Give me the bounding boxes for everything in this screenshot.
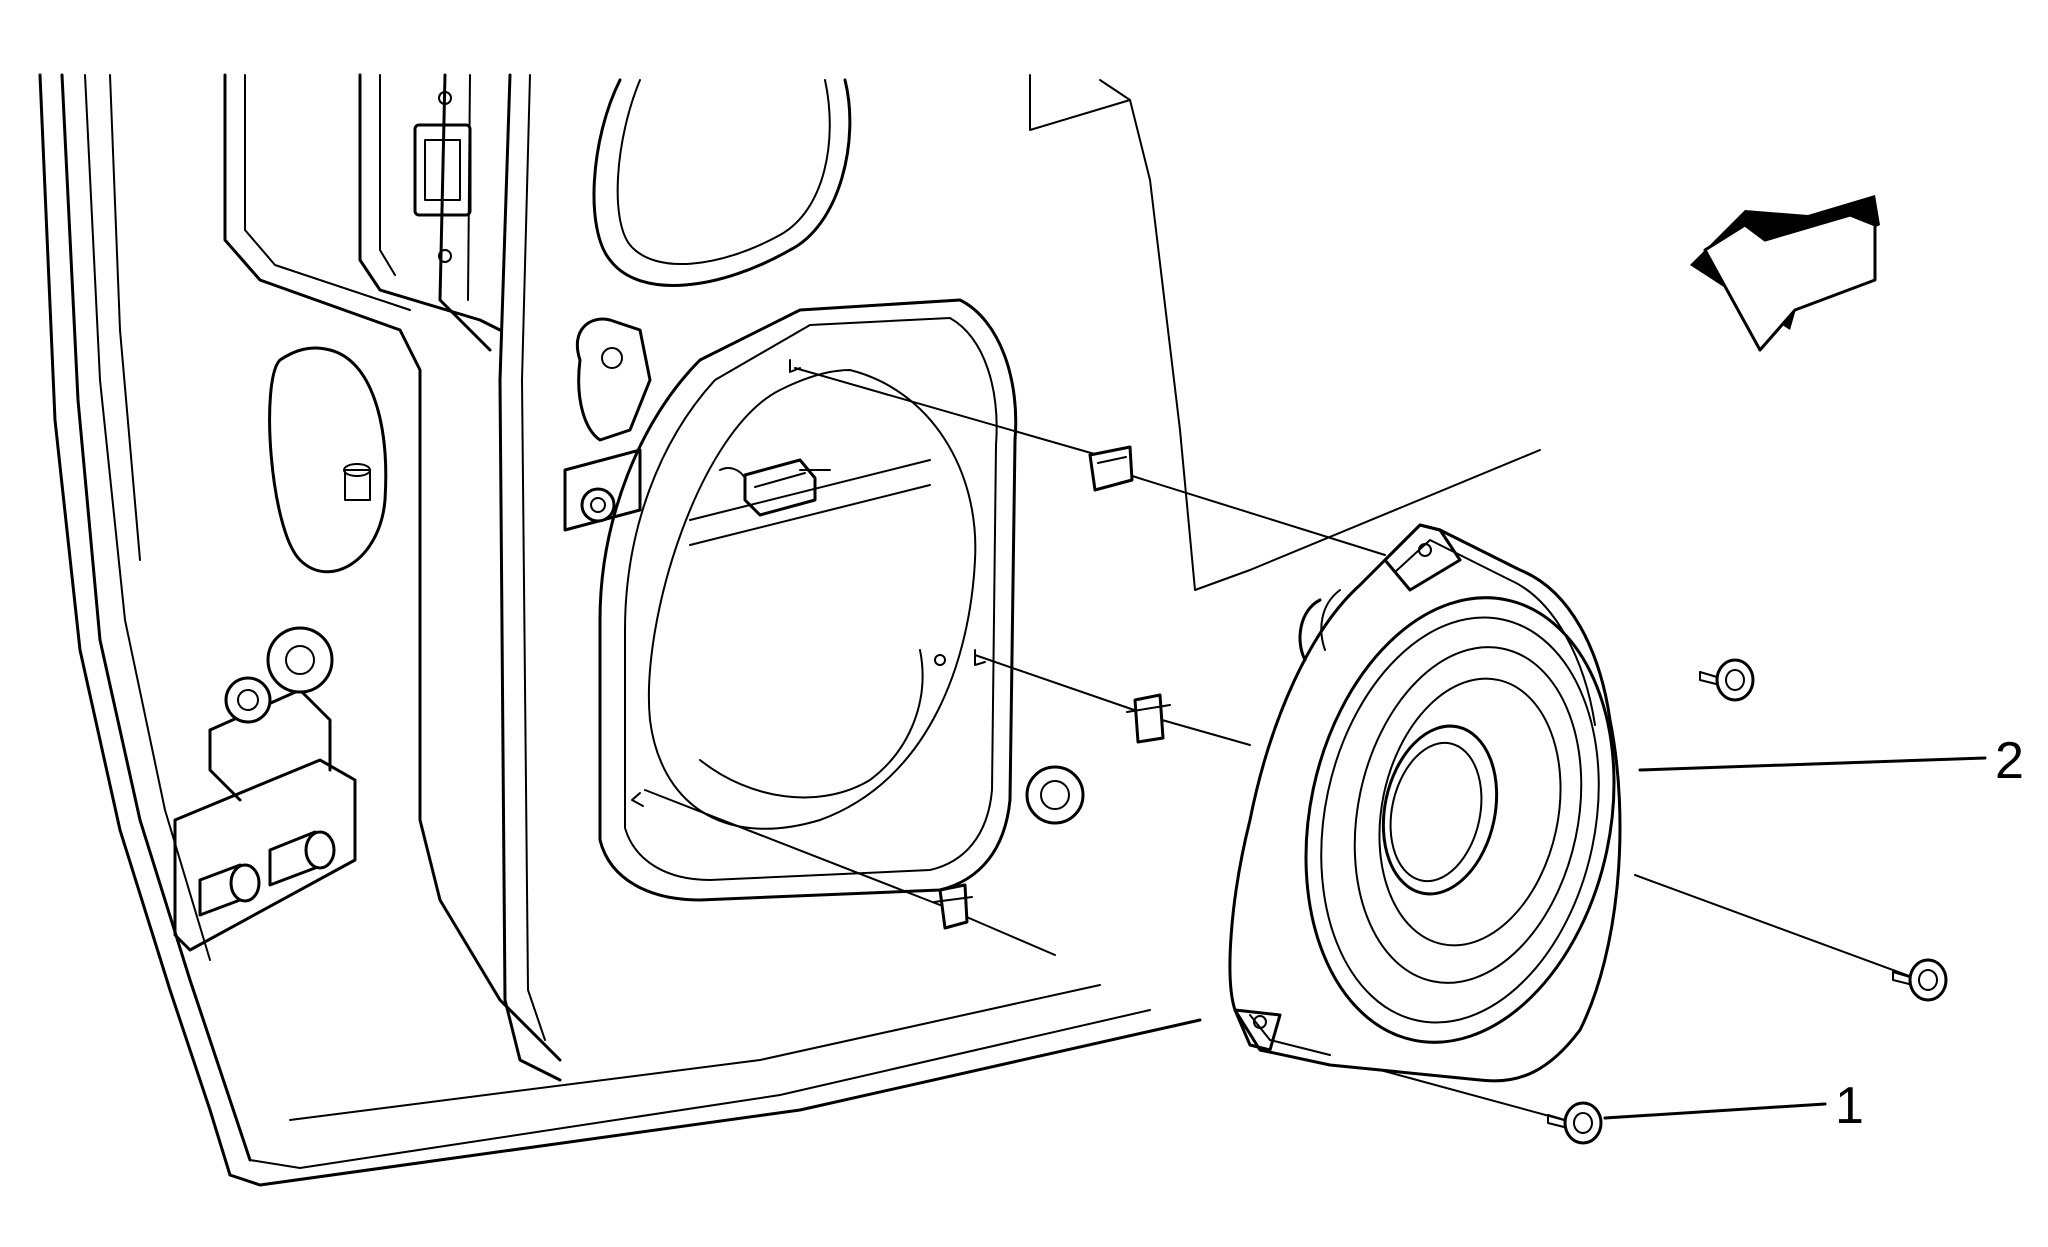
speaker-screw-upper: [1699, 658, 1755, 702]
drain-grommet: [1025, 765, 1085, 825]
speaker-cone: [1304, 596, 1616, 1044]
wiring-connector: [719, 458, 831, 517]
door-oval-access-hole: [268, 346, 388, 574]
door-outer-frame: [38, 73, 1202, 1187]
speaker-screw-lower-right: [1892, 958, 1948, 1002]
hinge-bolt: [268, 830, 336, 887]
callout-label-2: 2: [1995, 732, 2024, 790]
window-frame-cutout: [592, 78, 852, 287]
front-direction-arrow-icon: [1690, 195, 1880, 352]
speaker-mounting-frame: [1228, 523, 1622, 1083]
callout-2: 2: [1638, 732, 2024, 790]
door-trim-panel-edge: [1029, 74, 1541, 591]
callout-label-1: 1: [1835, 1077, 1864, 1135]
speaker-mounting-bracket: [598, 298, 1018, 902]
door-latch-opening: [413, 91, 472, 263]
speaker-assembly: [1228, 523, 1622, 1083]
door-hinge: [173, 626, 357, 952]
mounting-tab-upper-left: [563, 317, 652, 532]
speaker-magnet-back: [1298, 589, 1341, 662]
speaker-dust-cap: [1381, 724, 1499, 896]
assembly-guide-lines: [644, 367, 1921, 1124]
hinge-bolt: [198, 863, 261, 917]
clip-nut-lower: [933, 883, 973, 930]
clip-nut-upper: [1088, 445, 1134, 492]
callout-1: 1: [1603, 1077, 1864, 1135]
speaker-screw-bottom: [1547, 1101, 1603, 1145]
door-inner-panel: [223, 73, 562, 1082]
speaker-ears: [1233, 523, 1462, 1052]
clip-nut-middle: [1126, 693, 1171, 744]
mounting-hole-marks: [631, 359, 986, 807]
